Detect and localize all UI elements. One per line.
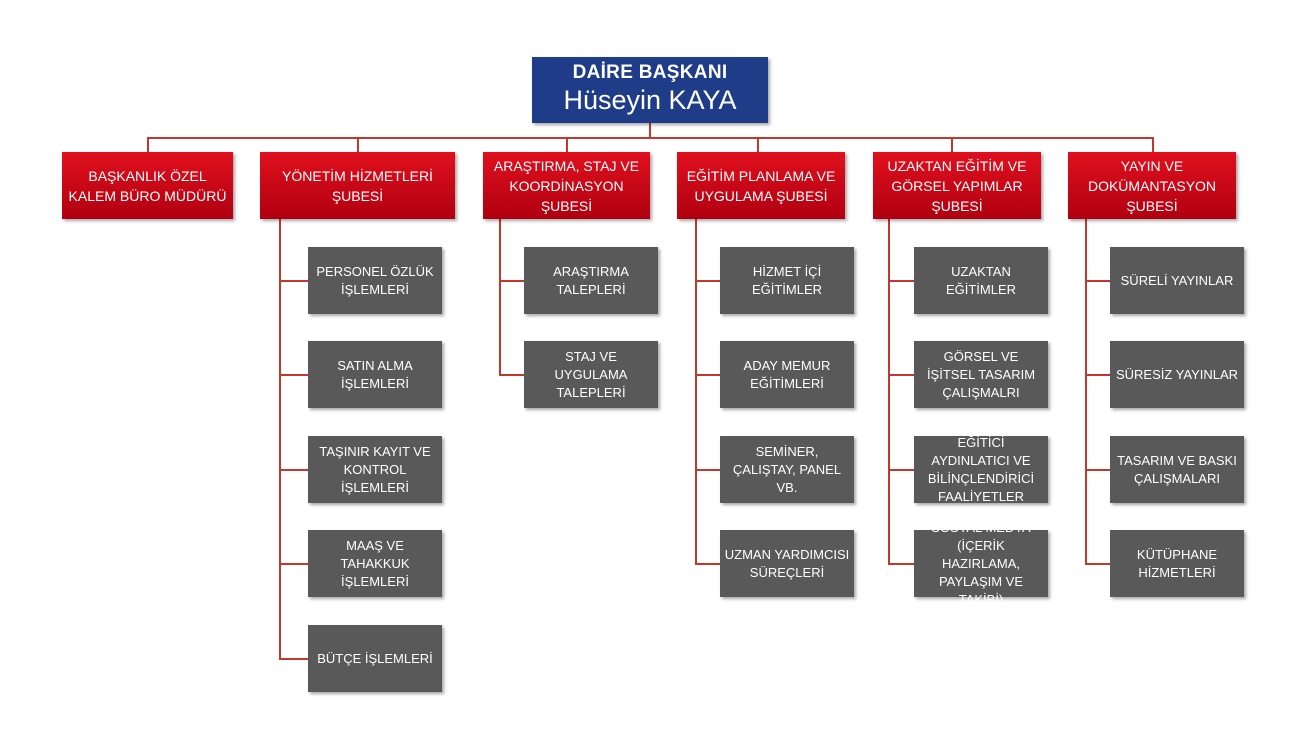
connector-dept-1	[147, 137, 149, 152]
spine-egitim	[695, 219, 697, 565]
unit-box: ADAY MEMUR EĞİTİMLERİ	[720, 341, 854, 408]
branch	[279, 469, 308, 471]
branch	[888, 469, 914, 471]
unit-box: ARAŞTIRMA TALEPLERİ	[524, 247, 658, 314]
branch	[279, 280, 308, 282]
branch	[888, 280, 914, 282]
spine-yayin	[1085, 219, 1087, 565]
branch	[888, 563, 914, 565]
branch	[695, 280, 720, 282]
branch	[499, 374, 524, 376]
head-role: DAİRE BAŞKANI	[572, 62, 728, 83]
spine-arastirma	[499, 219, 501, 375]
spine-yonetim	[279, 219, 281, 659]
dept-yayin: YAYIN VE DOKÜMANTASYON ŞUBESİ	[1068, 152, 1236, 219]
unit-box: TASARIM VE BASKI ÇALIŞMALARI	[1110, 436, 1244, 503]
unit-box: BÜTÇE İŞLEMLERİ	[308, 625, 442, 692]
dept-yonetim: YÖNETİM HİZMETLERİ ŞUBESİ	[260, 152, 455, 219]
unit-box: MAAŞ VE TAHAKKUK İŞLEMLERİ	[308, 530, 442, 597]
head-box: DAİRE BAŞKANI Hüseyin KAYA	[532, 57, 768, 123]
branch	[1085, 374, 1110, 376]
connector-head-down	[649, 123, 651, 138]
dept-ozel-kalem: BAŞKANLIK ÖZEL KALEM BÜRO MÜDÜRÜ	[62, 152, 233, 219]
connector-dept-6	[1152, 137, 1154, 152]
unit-box: SEMİNER, ÇALIŞTAY, PANEL VB.	[720, 436, 854, 503]
unit-box: UZAKTAN EĞİTİMLER	[914, 247, 1048, 314]
unit-box: SÜRESİZ YAYINLAR	[1110, 341, 1244, 408]
connector-top-bar	[148, 137, 1154, 139]
branch	[1085, 280, 1110, 282]
unit-box: STAJ VE UYGULAMA TALEPLERİ	[524, 341, 658, 408]
unit-box: KÜTÜPHANE HİZMETLERİ	[1110, 530, 1244, 597]
branch	[1085, 469, 1110, 471]
unit-box: SATIN ALMA İŞLEMLERİ	[308, 341, 442, 408]
connector-dept-2	[357, 137, 359, 152]
branch	[695, 374, 720, 376]
unit-box: HİZMET İÇİ EĞİTİMLER	[720, 247, 854, 314]
head-name: Hüseyin KAYA	[563, 85, 737, 115]
unit-box: PERSONEL ÖZLÜK İŞLEMLERİ	[308, 247, 442, 314]
branch	[279, 563, 308, 565]
dept-egitim: EĞİTİM PLANLAMA VE UYGULAMA ŞUBESİ	[677, 152, 845, 219]
unit-box: SOSYAL MEDYA (İÇERİK HAZIRLAMA, PAYLAŞIM…	[914, 520, 1048, 607]
dept-uzaktan: UZAKTAN EĞİTİM VE GÖRSEL YAPIMLAR ŞUBESİ	[873, 152, 1041, 219]
dept-arastirma: ARAŞTIRMA, STAJ VE KOORDİNASYON ŞUBESİ	[483, 152, 650, 219]
unit-box: TAŞINIR KAYIT VE KONTROL İŞLEMLERİ	[308, 436, 442, 503]
branch	[695, 563, 720, 565]
unit-box: GÖRSEL VE İŞİTSEL TASARIM ÇALIŞMALRI	[914, 341, 1048, 408]
connector-dept-5	[951, 137, 953, 152]
unit-box: EĞİTİCİ AYDINLATICI VE BİLİNÇLENDİRİCİ F…	[914, 435, 1048, 504]
branch	[888, 374, 914, 376]
branch	[279, 374, 308, 376]
branch	[499, 280, 524, 282]
branch	[1085, 563, 1110, 565]
connector-dept-3	[566, 137, 568, 152]
connector-dept-4	[757, 137, 759, 152]
unit-box: UZMAN YARDIMCISI SÜREÇLERİ	[720, 530, 854, 597]
branch	[279, 658, 308, 660]
branch	[695, 469, 720, 471]
unit-box: SÜRELİ YAYINLAR	[1110, 247, 1244, 314]
spine-uzaktan	[888, 219, 890, 565]
